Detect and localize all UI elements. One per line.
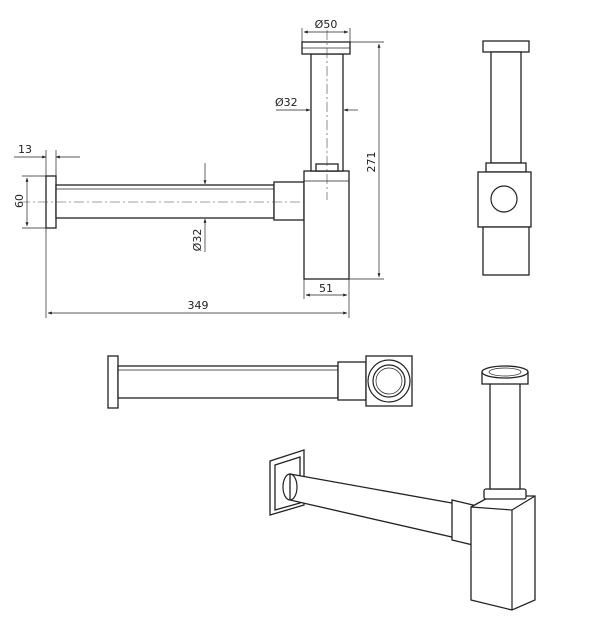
- pipe-collar: [273, 181, 305, 221]
- top-view: [107, 355, 413, 409]
- dim-body-width: 51: [319, 282, 333, 295]
- dim-top-diameter: Ø50: [315, 18, 338, 31]
- trap-body: [303, 170, 350, 280]
- isometric-view: [269, 365, 536, 611]
- dimensions: Ø50 Ø32 271 13 60 Ø32 51 349: [13, 18, 384, 318]
- side-view: [477, 40, 532, 276]
- horizontal-pipe: [55, 184, 275, 219]
- dim-total-height: 271: [365, 152, 378, 173]
- dim-vertical-pipe-diameter: Ø32: [275, 96, 298, 109]
- dim-total-length: 349: [188, 299, 209, 312]
- dim-horizontal-pipe-diameter: Ø32: [191, 229, 204, 252]
- dim-wall-offset: 13: [18, 143, 32, 156]
- front-view: [20, 30, 351, 280]
- dim-flange-height: 60: [13, 194, 26, 208]
